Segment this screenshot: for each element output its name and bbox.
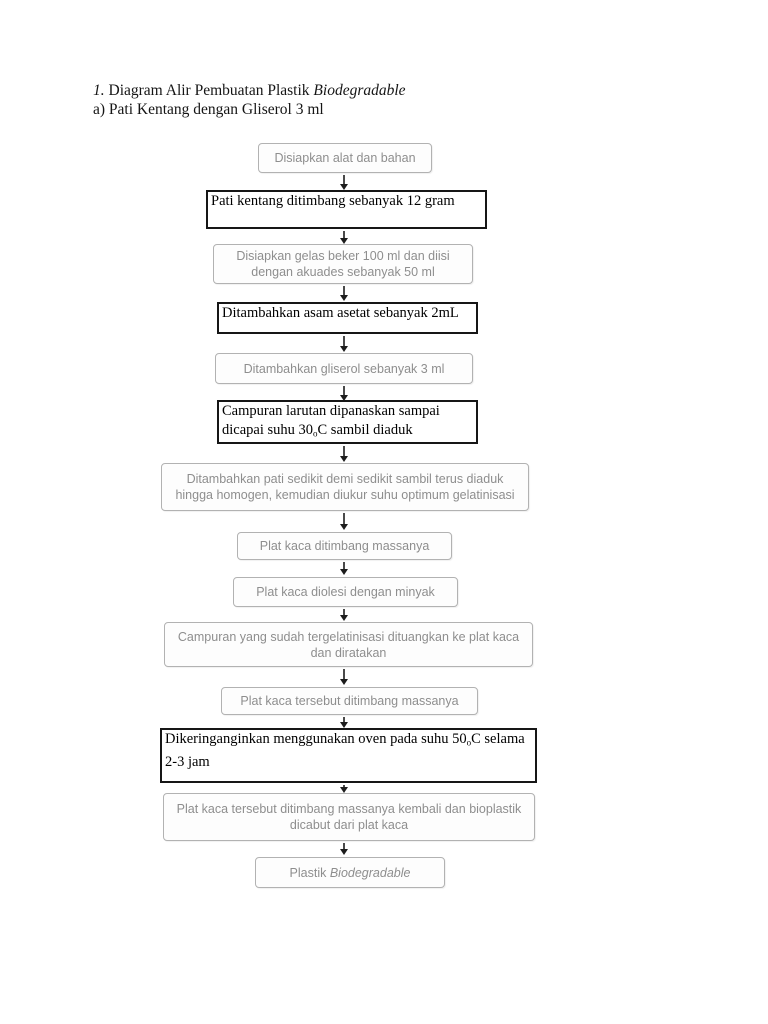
flow-step-prepare-beaker: Disiapkan gelas beker 100 ml dan diisi d… xyxy=(213,244,473,284)
arrow-down-icon xyxy=(340,513,348,530)
arrow-down-icon xyxy=(340,446,348,462)
step-text: C sambil diaduk xyxy=(317,422,413,438)
arrow-down-icon xyxy=(340,669,348,685)
title-text: Diagram Alir Pembuatan Plastik xyxy=(104,82,314,99)
page-title: 1. Diagram Alir Pembuatan Plastik Biodeg… xyxy=(93,82,406,119)
arrow-down-icon xyxy=(340,717,348,728)
arrow-down-icon xyxy=(340,785,348,793)
step-text: Dikeringanginkan menggunakan oven pada s… xyxy=(165,731,467,747)
flow-step-weigh-plate-again: Plat kaca tersebut ditimbang massanya xyxy=(221,687,478,715)
arrow-down-icon xyxy=(340,386,348,401)
flow-step-add-starch-gradually: Ditambahkan pati sedikit demi sedikit sa… xyxy=(161,463,529,511)
title-number: 1. xyxy=(93,82,105,99)
step-text: Plastik xyxy=(289,865,330,880)
step-text-italic: Biodegradable xyxy=(329,865,411,880)
title-italic-word: Biodegradable xyxy=(313,82,406,99)
flow-step-heat-mixture: Campuran larutan dipanaskan sampai dicap… xyxy=(217,400,478,444)
diagram-subtitle: a) Pati Kentang dengan Gliserol 3 ml xyxy=(93,100,324,118)
flow-step-result-bioplastic: Plastik Biodegradable xyxy=(255,857,445,888)
diagram-title-line: 1. Diagram Alir Pembuatan Plastik Biodeg… xyxy=(93,82,406,101)
arrow-down-icon xyxy=(340,562,348,575)
flow-step-weigh-glass-plate: Plat kaca ditimbang massanya xyxy=(237,532,452,560)
flow-step-weigh-starch: Pati kentang ditimbang sebanyak 12 gram xyxy=(206,190,487,229)
flow-step-add-acetic-acid: Ditambahkan asam asetat sebanyak 2mL xyxy=(217,302,478,334)
flow-step-prepare-tools: Disiapkan alat dan bahan xyxy=(258,143,432,173)
flow-step-oven-dry: Dikeringanginkan menggunakan oven pada s… xyxy=(160,728,537,783)
flow-step-oil-glass-plate: Plat kaca diolesi dengan minyak xyxy=(233,577,458,607)
step-text: C selama 2-3 jam xyxy=(165,731,525,770)
subscript-o: o xyxy=(466,737,472,748)
arrow-down-icon xyxy=(340,843,348,855)
step-text: Campuran larutan dipanaskan sampai dicap… xyxy=(222,403,440,438)
arrow-down-icon xyxy=(340,609,348,621)
flow-step-add-glycerol: Ditambahkan gliserol sebanyak 3 ml xyxy=(215,353,473,384)
flow-step-pour-mixture: Campuran yang sudah tergelatinisasi ditu… xyxy=(164,622,533,667)
arrow-down-icon xyxy=(340,231,348,244)
subscript-o: o xyxy=(313,428,318,439)
arrow-down-icon xyxy=(340,336,348,352)
arrow-down-icon xyxy=(340,175,348,190)
flow-step-final-weigh-remove: Plat kaca tersebut ditimbang massanya ke… xyxy=(163,793,535,841)
arrow-down-icon xyxy=(340,286,348,301)
